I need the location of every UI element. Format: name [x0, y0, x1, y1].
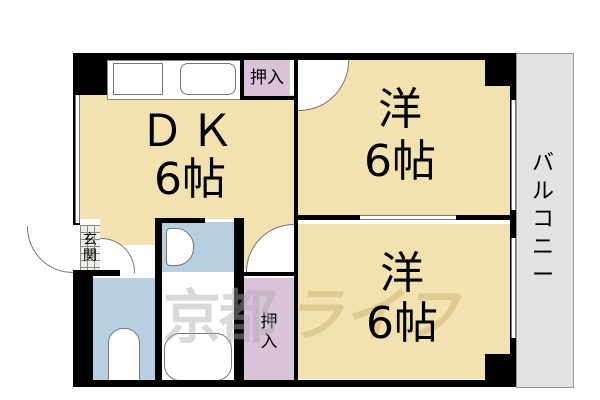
window-dk-left	[75, 95, 80, 223]
wall-bath-top	[155, 218, 205, 223]
wall-closet-top-bottom	[240, 96, 298, 100]
watermark-life: ライフ	[285, 281, 460, 349]
entrance-label: 玄 関	[83, 232, 97, 264]
window-western2-right	[511, 238, 516, 338]
dk-name: ＤＫ	[140, 106, 240, 157]
balcony-label: バ ル コ ニ ー	[531, 151, 554, 288]
dk-size: 6帖	[154, 154, 226, 205]
stove	[113, 63, 163, 95]
dk-floor	[80, 94, 294, 219]
wall-left-lower	[73, 270, 80, 387]
bathtub-icon	[164, 333, 232, 381]
wall-rooms-divider-right	[456, 215, 510, 220]
pillar-top-right	[485, 53, 516, 86]
wall-bath-left	[155, 218, 162, 382]
wall-left-toilet	[80, 270, 93, 382]
closet-top-label: 押入	[250, 68, 284, 88]
window-western1-right	[511, 100, 516, 210]
western2-name: 洋	[380, 248, 424, 299]
closet-bottom	[244, 278, 294, 382]
western2-size: 6帖	[366, 298, 438, 349]
western1-name: 洋	[378, 84, 422, 135]
washbasin-icon	[166, 228, 194, 266]
toilet-icon	[108, 328, 140, 384]
wall-left-corner	[73, 53, 107, 95]
western2-floor	[298, 224, 510, 379]
wall-top	[73, 53, 516, 60]
closet-top	[244, 60, 290, 96]
wall-rooms-divider-left	[298, 215, 360, 220]
wall-toilet-top	[80, 270, 120, 276]
wall-bath-right	[234, 218, 244, 382]
wall-closet-bottom-top	[244, 272, 294, 276]
entrance-tile	[80, 225, 100, 270]
closet-bottom-label: 押 入	[260, 312, 278, 352]
watermark-kyoto: 京都	[163, 283, 277, 351]
sink-icon	[180, 63, 236, 95]
wall-closet-top	[240, 60, 244, 100]
pillar-bottom-right	[485, 354, 516, 387]
wall-right	[510, 53, 516, 387]
balcony	[516, 53, 574, 388]
wall-mid-vertical	[294, 60, 298, 380]
western1-size: 6帖	[364, 136, 436, 187]
wall-bottom	[73, 380, 516, 387]
door-swing-front	[27, 226, 74, 273]
internal-window	[360, 215, 456, 220]
